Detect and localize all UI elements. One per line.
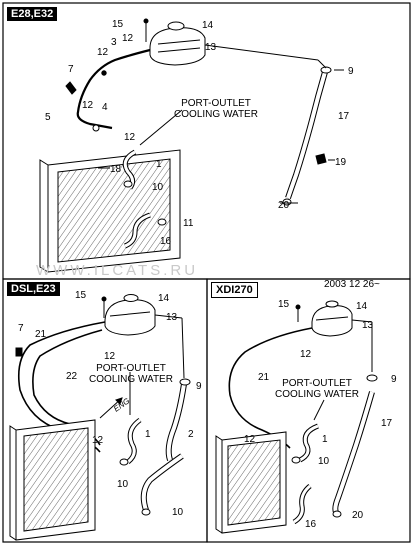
bracket-19-top — [315, 153, 327, 165]
callout: 2 — [188, 429, 194, 440]
port-outlet-note-top: PORT-OUTLET COOLING WATER — [174, 98, 258, 120]
callout: 12 — [92, 435, 104, 446]
reservoir-tank-top — [149, 27, 206, 66]
variant-tag-bottom-left: DSL,E23 — [7, 282, 60, 296]
callout: 4 — [102, 102, 108, 113]
callout: 9 — [196, 381, 202, 392]
panel-bottom-left-callouts: 15 14 13 7 21 12 22 9 2 1 12 10 10 ENG — [18, 290, 202, 518]
callout: 20 — [352, 510, 364, 521]
callout: 12 — [124, 132, 136, 143]
callout: 17 — [381, 418, 393, 429]
callout: 12 — [104, 351, 116, 362]
reservoir-cap-top — [167, 21, 185, 31]
callout: 10 — [172, 507, 184, 518]
callout: 12 — [122, 33, 134, 44]
engine-direction-label: ENG — [112, 396, 131, 413]
variant-tag-bottom-right: XDI270 — [211, 282, 258, 298]
callout: 16 — [305, 519, 317, 530]
callout: 9 — [391, 374, 397, 385]
variant-tag-top: E28,E32 — [7, 7, 58, 21]
callout: 11 — [183, 218, 194, 229]
callout: 1 — [322, 434, 328, 445]
callout: 3 — [111, 37, 117, 48]
callout: 13 — [166, 312, 178, 323]
callout: 10 — [117, 479, 129, 490]
clip-7-top — [65, 81, 77, 95]
panel-bottom-left-parts — [9, 294, 191, 541]
callout: 12 — [82, 100, 94, 111]
callout: 12 — [300, 349, 312, 360]
callout: 12 — [244, 434, 256, 445]
callout: 15 — [112, 19, 124, 30]
callout: 13 — [205, 42, 217, 53]
reservoir-tank-bl — [104, 299, 156, 336]
callout: 1 — [145, 429, 151, 440]
callout: 10 — [318, 456, 330, 467]
callout: 21 — [35, 329, 47, 340]
clip-7-bl — [15, 347, 23, 357]
callout: 16 — [160, 236, 172, 247]
reservoir-cap-br — [325, 300, 339, 308]
panel-top-parts — [39, 18, 344, 273]
callout: 20 — [278, 200, 290, 211]
callout: 22 — [66, 371, 78, 382]
callout: 1 — [156, 159, 162, 170]
callout: 17 — [338, 111, 350, 122]
panel-bottom-right-callouts: 15 14 12 13 9 21 17 12 1 10 16 20 — [244, 299, 397, 530]
panel-top-callouts: 15 14 3 12 12 13 7 9 12 4 17 5 12 18 1 1… — [45, 19, 354, 247]
callout: 7 — [68, 64, 74, 75]
reservoir-tank-br — [311, 305, 353, 337]
callout: 19 — [335, 157, 347, 168]
callout: 10 — [152, 182, 164, 193]
callout: 18 — [110, 164, 122, 175]
port-outlet-note-bottom-left: PORT-OUTLET COOLING WATER — [89, 363, 173, 385]
overflow-hose-top — [76, 48, 151, 130]
callout: 15 — [278, 299, 290, 310]
callout: 9 — [348, 66, 354, 77]
callout: 21 — [258, 372, 270, 383]
panel-bottom-right-frame — [206, 278, 411, 543]
callout: 15 — [75, 290, 87, 301]
effective-date: 2003 12 26~ — [324, 279, 380, 290]
callout: 12 — [97, 47, 109, 58]
callout: 13 — [362, 320, 374, 331]
callout: 7 — [18, 323, 24, 334]
port-outlet-note-bottom-right: PORT-OUTLET COOLING WATER — [275, 378, 359, 400]
reservoir-cap-bl — [123, 294, 139, 302]
callout: 5 — [45, 112, 51, 123]
callout: 14 — [202, 20, 214, 31]
callout: 14 — [158, 293, 170, 304]
callout: 14 — [356, 301, 368, 312]
panel-bottom-right-parts — [215, 300, 378, 534]
watermark: WWW.ILCATS.RU — [36, 262, 199, 279]
